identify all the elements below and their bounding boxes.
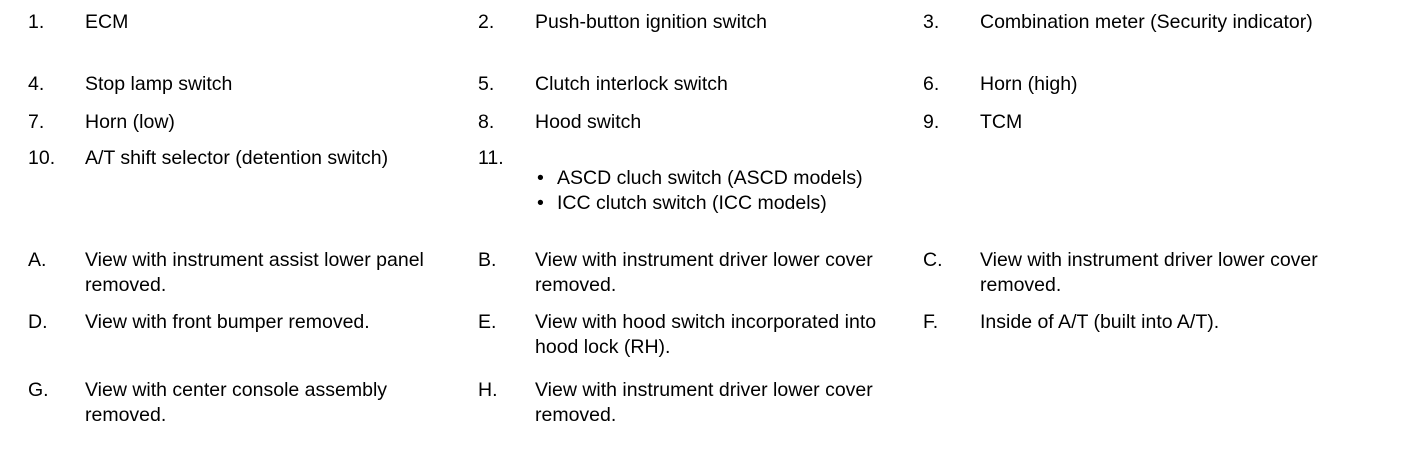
legend-entry-8: 8. Hood switch [478, 110, 918, 135]
legend-entry-9: 9. TCM [923, 110, 1383, 135]
legend-entry-text: Hood switch [535, 111, 642, 133]
legend-bullet-item: • ASCD cluch switch (ASCD models) [535, 166, 918, 191]
legend-entry-1: 1. ECM [28, 10, 473, 35]
legend-entry-label: E. [478, 311, 497, 333]
legend-entry-text: Clutch interlock switch [535, 73, 728, 95]
legend-entry-10: 10. A/T shift selector (detention switch… [28, 146, 473, 171]
legend-entry-b: B. View with instrument driver lower cov… [478, 248, 918, 298]
legend-entry-text: Horn (low) [85, 111, 175, 133]
legend-entry-label: 5. [478, 73, 495, 95]
legend-entry-e: E. View with hood switch incorporated in… [478, 310, 918, 360]
legend-entry-label: 11. [478, 147, 504, 169]
legend-entry-text: View with hood switch incorporated into … [535, 311, 877, 358]
legend-entry-a: A. View with instrument assist lower pan… [28, 248, 473, 298]
legend-entry-label: 8. [478, 111, 495, 133]
legend-entry-g: G. View with center console assembly rem… [28, 378, 473, 428]
legend-entry-4: 4. Stop lamp switch [28, 72, 473, 97]
legend-entry-label: 2. [478, 11, 495, 33]
legend-bullet-text: ASCD cluch switch (ASCD models) [557, 166, 863, 189]
legend-entry-text: View with instrument assist lower panel … [85, 249, 424, 296]
legend-entry-text: A/T shift selector (detention switch) [85, 147, 389, 169]
legend-entry-text: TCM [980, 111, 1023, 133]
legend-row: 1. ECM 2. Push-button ignition switch 3.… [0, 10, 1408, 72]
legend-entry-label: 7. [28, 111, 45, 133]
legend-entry-2: 2. Push-button ignition switch [478, 10, 918, 35]
legend-entry-label: A. [28, 249, 47, 271]
legend-entry-5: 5. Clutch interlock switch [478, 72, 918, 97]
legend-bullet-text: ICC clutch switch (ICC models) [557, 191, 827, 214]
legend-entry-text: View with center console assembly remove… [85, 379, 388, 426]
legend-entry-text: View with instrument driver lower cover … [535, 249, 873, 296]
legend-entry-f: F. Inside of A/T (built into A/T). [923, 310, 1383, 335]
legend-entry-d: D. View with front bumper removed. [28, 310, 473, 335]
legend-entry-text: View with instrument driver lower cover … [980, 249, 1318, 296]
legend-entry-label: H. [478, 379, 498, 401]
legend-entry-label: 10. [28, 147, 56, 169]
legend-entry-label: F. [923, 311, 939, 333]
legend-row: 4. Stop lamp switch 5. Clutch interlock … [0, 72, 1408, 110]
legend-row: 10. A/T shift selector (detention switch… [0, 146, 1408, 242]
legend-entry-h: H. View with instrument driver lower cov… [478, 378, 918, 428]
legend-entry-label: 6. [923, 73, 940, 95]
legend-entry-text: ECM [85, 11, 129, 33]
numbered-legend-section: 1. ECM 2. Push-button ignition switch 3.… [0, 10, 1408, 242]
legend-entry-label: D. [28, 311, 48, 333]
legend-entry-text: Combination meter (Security indicator) [980, 11, 1313, 33]
legend-row: 7. Horn (low) 8. Hood switch 9. TCM [0, 110, 1408, 146]
legend-entry-text: Horn (high) [980, 73, 1078, 95]
legend-entry-label: 1. [28, 11, 45, 33]
legend-entry-label: C. [923, 249, 943, 271]
legend-entry-text: Stop lamp switch [85, 73, 233, 95]
bullet-dot-icon: • [537, 191, 544, 214]
legend-row: A. View with instrument assist lower pan… [0, 248, 1408, 310]
legend-bullet-item: • ICC clutch switch (ICC models) [535, 191, 918, 216]
legend-entry-bullet-list: • ASCD cluch switch (ASCD models) • ICC … [535, 166, 918, 216]
legend-entry-text: Inside of A/T (built into A/T). [980, 311, 1220, 333]
lettered-legend-section: A. View with instrument assist lower pan… [0, 248, 1408, 438]
legend-entry-6: 6. Horn (high) [923, 72, 1383, 97]
legend-entry-text: View with front bumper removed. [85, 311, 370, 333]
legend-entry-label: B. [478, 249, 497, 271]
legend-entry-text: View with instrument driver lower cover … [535, 379, 873, 426]
legend-entry-label: 4. [28, 73, 45, 95]
bullet-dot-icon: • [537, 166, 544, 189]
legend-row: G. View with center console assembly rem… [0, 378, 1408, 438]
legend-entry-11: 11. • ASCD cluch switch (ASCD models) • … [478, 146, 918, 235]
legend-row: D. View with front bumper removed. E. Vi… [0, 310, 1408, 378]
legend-entry-label: 9. [923, 111, 940, 133]
legend-entry-label: G. [28, 379, 49, 401]
legend-entry-3: 3. Combination meter (Security indicator… [923, 10, 1383, 35]
legend-entry-c: C. View with instrument driver lower cov… [923, 248, 1383, 298]
legend-entry-text: Push-button ignition switch [535, 11, 767, 33]
legend-entry-7: 7. Horn (low) [28, 110, 473, 135]
legend-entry-label: 3. [923, 11, 940, 33]
